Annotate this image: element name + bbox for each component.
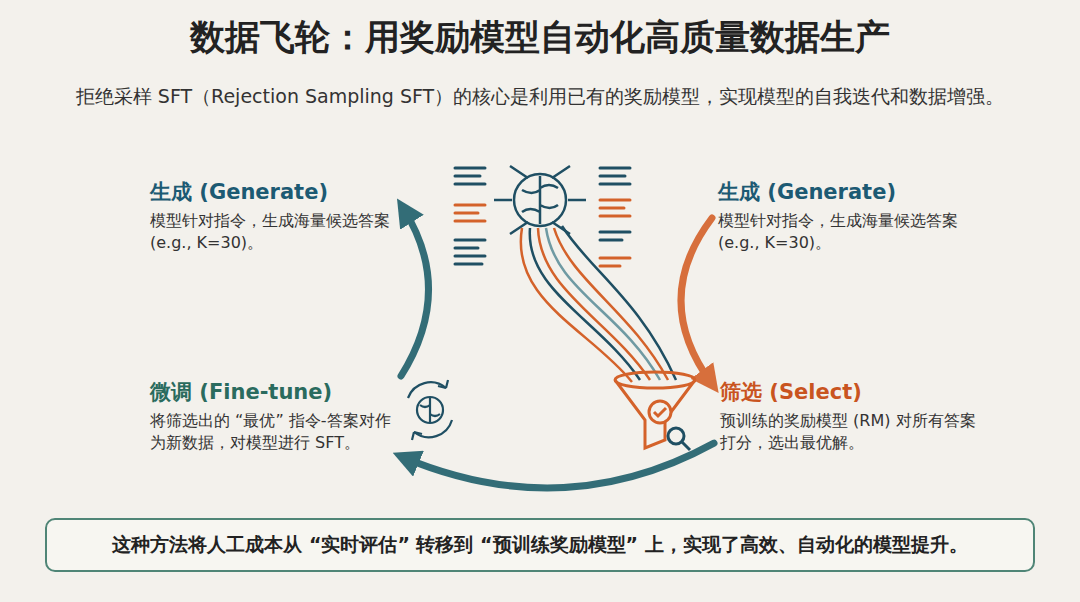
- step-text: 这种方法将人工成本从 “实时评估” 转移到 “预训练奖励模型” 上，实现了高效、…: [63, 532, 1017, 558]
- step-text: 预训练的奖励模型 (RM) 对所有答案打分，选出最优解。: [720, 410, 990, 453]
- brain-icon: [494, 166, 586, 234]
- cycle-arrow: [401, 208, 429, 376]
- step-text: 将筛选出的 “最优” 指令-答案对作为新数据，对模型进行 SFT。: [150, 410, 395, 453]
- small-brain-icon: [408, 380, 452, 440]
- step-block: 微调 (Fine-tune) 将筛选出的 “最优” 指令-答案对作为新数据，对模型…: [150, 378, 395, 453]
- step-text: 模型针对指令，生成海量候选答案 (e.g., K=30)。: [150, 210, 395, 253]
- summary-box: 这种方法将人工成本从 “实时评估” 转移到 “预训练奖励模型” 上，实现了高效、…: [45, 518, 1035, 572]
- step-block: 生成 (Generate) 模型针对指令，生成海量候选答案 (e.g., K=30…: [150, 178, 395, 253]
- cycle-arrow: [681, 218, 712, 384]
- subtitle: 拒绝采样 SFT（Rejection Sampling SFT）的核心是利用已有…: [20, 84, 1060, 110]
- step-title: 微调 (Fine-tune): [150, 378, 395, 406]
- funnel-icon: [615, 372, 695, 450]
- step-title: 生成 (Generate): [718, 178, 963, 206]
- step-block: 筛选 (Select) 预训练的奖励模型 (RM) 对所有答案打分，选出最优解。: [720, 378, 990, 453]
- step-title: 筛选 (Select): [720, 378, 990, 406]
- cycle-arrow: [403, 443, 714, 488]
- step-block: 生成 (Generate) 模型针对指令，生成海量候选答案 (e.g., K=30…: [718, 178, 963, 253]
- data-streams: [521, 226, 676, 382]
- step-title: 生成 (Generate): [150, 178, 395, 206]
- step-text: 模型针对指令，生成海量候选答案 (e.g., K=30)。: [718, 210, 963, 253]
- title: 数据飞轮：用奖励模型自动化高质量数据生产: [0, 14, 1080, 61]
